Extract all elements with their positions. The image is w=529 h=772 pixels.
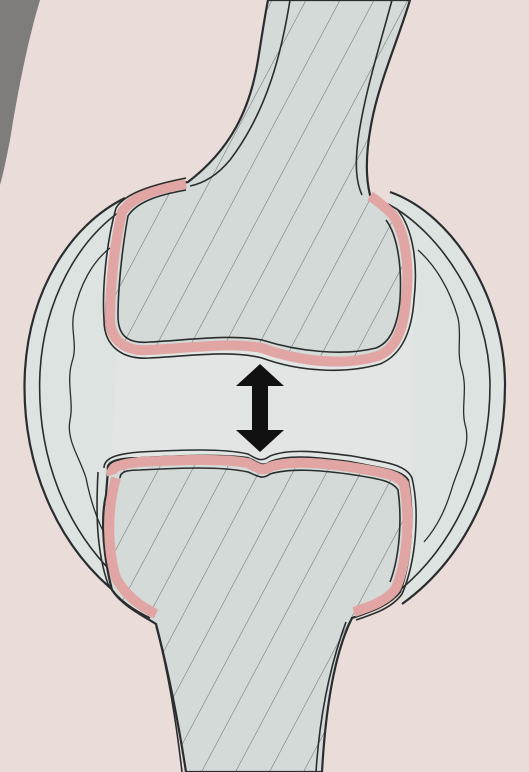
joint-diagram-canvas (0, 0, 529, 772)
joint-diagram (0, 0, 529, 772)
